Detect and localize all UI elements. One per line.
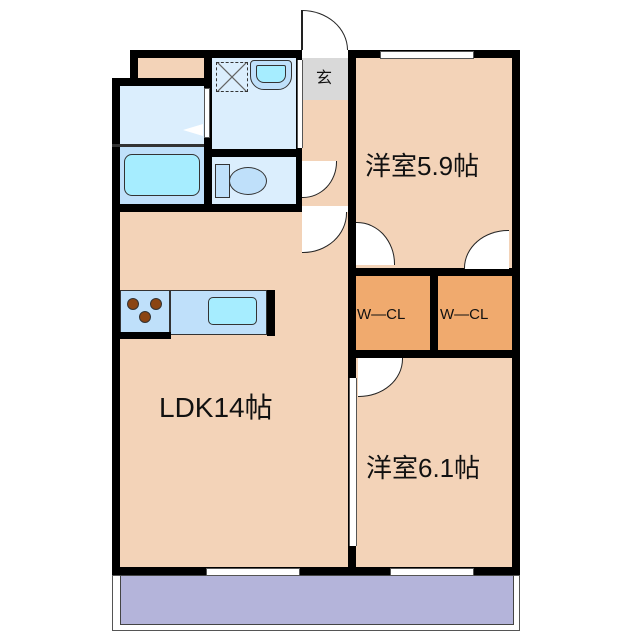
entrance-door[interactable]	[302, 10, 348, 50]
wall-closet-divider	[430, 268, 438, 358]
counter-base-wall	[120, 332, 171, 339]
burner-icon-1	[127, 298, 139, 310]
walk-in-closet-1	[356, 276, 430, 350]
wall-bath-divider	[112, 144, 204, 147]
western-room-1-label: 洋室5.9帖	[365, 151, 480, 181]
toilet-bowl-icon	[229, 167, 267, 195]
closet-1-label: W—CL	[357, 306, 406, 323]
wall-left	[112, 78, 120, 575]
window-western-room-2	[390, 568, 474, 576]
washing-machine-space	[216, 62, 248, 92]
window-ldk	[206, 568, 300, 576]
wall-top-upper-left	[130, 50, 138, 86]
entrance	[302, 58, 348, 100]
wall-right	[512, 50, 520, 575]
entrance-door-leaf	[301, 10, 303, 50]
washroom-sliding-door[interactable]	[297, 60, 303, 148]
wall-bottom	[112, 567, 520, 575]
burner-icon-3	[139, 311, 151, 323]
door-arrow-icon	[183, 124, 203, 136]
window-western-room-1	[380, 51, 474, 59]
burner-icon-2	[150, 298, 162, 310]
wall-washroom-toilet	[204, 149, 302, 157]
wall-top-left	[130, 50, 302, 58]
walk-in-closet-2	[438, 276, 512, 350]
ldk	[120, 212, 350, 568]
western-room-2-label: 洋室6.1帖	[366, 453, 481, 483]
ldk-label: LDK14帖	[159, 392, 273, 423]
counter-end-wall	[267, 290, 275, 336]
storage-top-left	[138, 58, 204, 78]
wall-hall-right	[348, 50, 356, 568]
wall-wet-bottom	[112, 204, 302, 212]
kitchen-sink-icon	[208, 297, 257, 325]
entrance-label: 玄	[316, 70, 333, 87]
washroom-left	[120, 86, 204, 146]
bath-door[interactable]	[204, 88, 210, 138]
balcony	[120, 575, 514, 625]
sliding-partition[interactable]	[349, 378, 357, 546]
sink-icon	[250, 60, 292, 90]
bathtub-icon	[124, 154, 200, 196]
closet-2-label: W—CL	[440, 306, 489, 323]
toilet-tank-icon	[215, 164, 230, 198]
wall-step	[112, 78, 212, 86]
